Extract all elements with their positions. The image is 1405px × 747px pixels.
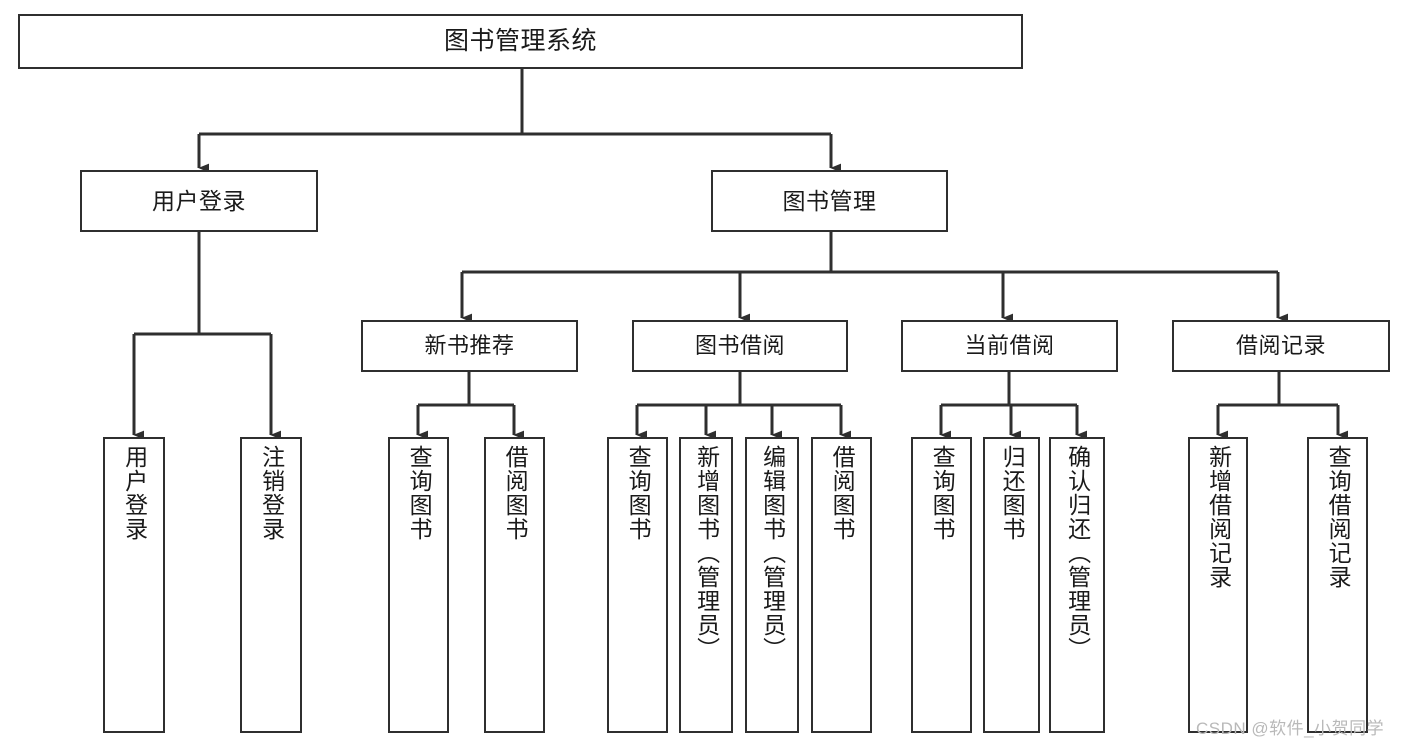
- node-borrow-record[interactable]: 借阅记录: [1172, 320, 1390, 372]
- node-current-borrow[interactable]: 当前借阅: [901, 320, 1118, 372]
- node-root-label: 图书管理系统: [443, 27, 597, 56]
- node-root[interactable]: 图书管理系统: [18, 14, 1023, 69]
- node-leaf-user-login-label: 用户登录: [121, 445, 148, 541]
- node-leaf-return-book[interactable]: 归还图书: [983, 437, 1040, 733]
- node-leaf-query-book-rec[interactable]: 查询图书: [388, 437, 449, 733]
- node-leaf-edit-book-admin[interactable]: 编辑图书（管理员）: [745, 437, 799, 733]
- node-leaf-query-book-current[interactable]: 查询图书: [911, 437, 972, 733]
- node-user-login-label: 用户登录: [152, 187, 246, 214]
- node-leaf-borrow-book-rec[interactable]: 借阅图书: [484, 437, 545, 733]
- node-leaf-add-borrow-record[interactable]: 新增借阅记录: [1188, 437, 1248, 733]
- node-leaf-add-book-admin[interactable]: 新增图书（管理员）: [679, 437, 733, 733]
- node-borrow-record-label: 借阅记录: [1235, 333, 1326, 359]
- node-leaf-user-logout-label: 注销登录: [258, 445, 285, 541]
- node-leaf-confirm-return-admin-label: 确认归还（管理员）: [1064, 445, 1091, 661]
- node-leaf-confirm-return-admin[interactable]: 确认归还（管理员）: [1049, 437, 1105, 733]
- node-book-borrow[interactable]: 图书借阅: [632, 320, 848, 372]
- node-leaf-borrow-book-rec-label: 借阅图书: [502, 445, 529, 541]
- node-new-book-recommend[interactable]: 新书推荐: [361, 320, 578, 372]
- node-leaf-return-book-label: 归还图书: [999, 445, 1026, 541]
- node-book-borrow-label: 图书借阅: [694, 333, 785, 359]
- node-leaf-add-borrow-record-label: 新增借阅记录: [1205, 445, 1232, 589]
- node-leaf-user-login[interactable]: 用户登录: [103, 437, 165, 733]
- node-leaf-query-borrow-record-label: 查询借阅记录: [1325, 445, 1352, 589]
- node-leaf-query-book-borrow[interactable]: 查询图书: [607, 437, 668, 733]
- node-leaf-borrow-book[interactable]: 借阅图书: [811, 437, 872, 733]
- node-leaf-edit-book-admin-label: 编辑图书（管理员）: [759, 445, 786, 661]
- node-book-manage[interactable]: 图书管理: [711, 170, 948, 232]
- node-leaf-borrow-book-label: 借阅图书: [829, 445, 856, 541]
- node-leaf-query-borrow-record[interactable]: 查询借阅记录: [1307, 437, 1368, 733]
- node-leaf-query-book-rec-label: 查询图书: [406, 445, 433, 541]
- node-new-book-recommend-label: 新书推荐: [424, 333, 515, 359]
- node-leaf-query-book-borrow-label: 查询图书: [625, 445, 652, 541]
- node-leaf-add-book-admin-label: 新增图书（管理员）: [693, 445, 720, 661]
- node-current-borrow-label: 当前借阅: [964, 333, 1055, 359]
- node-leaf-query-book-current-label: 查询图书: [929, 445, 956, 541]
- node-user-login[interactable]: 用户登录: [80, 170, 318, 232]
- node-leaf-user-logout[interactable]: 注销登录: [240, 437, 302, 733]
- node-book-manage-label: 图书管理: [782, 187, 877, 214]
